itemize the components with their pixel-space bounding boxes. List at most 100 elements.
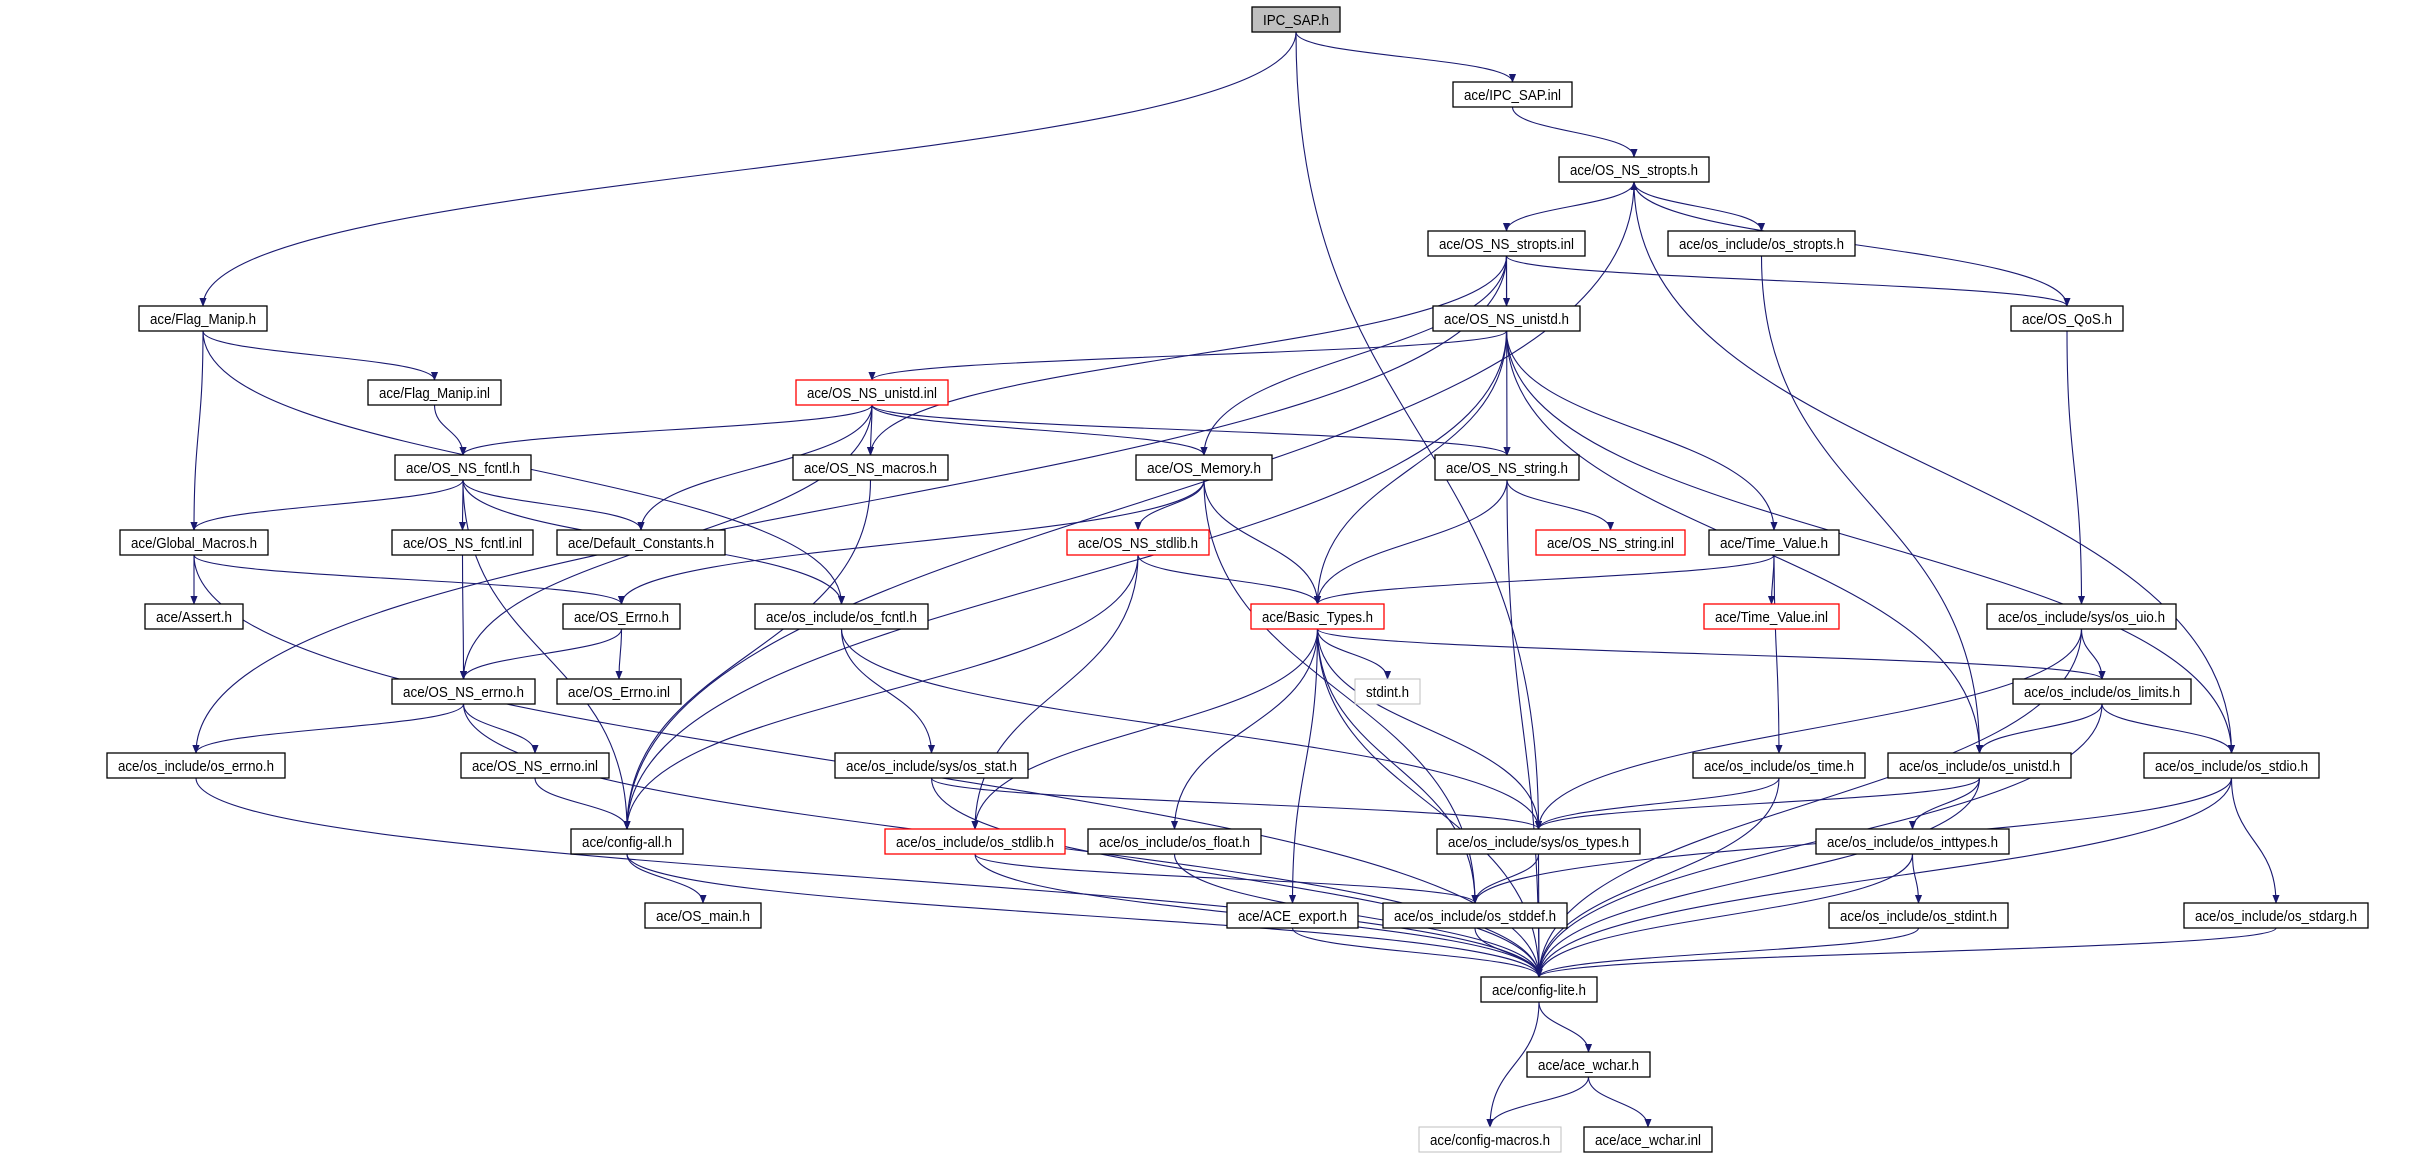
node-os-ns-string-h[interactable]: ace/OS_NS_string.h — [1434, 454, 1580, 481]
edge-os_memory_h-to-basic_types_h — [1203, 479, 1322, 605]
node-label: ace/os_include/sys/os_uio.h — [1998, 609, 2165, 626]
node-os-errno-inl[interactable]: ace/OS_Errno.inl — [556, 678, 682, 705]
node-box — [1135, 454, 1273, 481]
edge-os_memory_h-to-os_stddef_h — [1203, 479, 1479, 904]
edge-basic_types_h-to-os_float_h — [1170, 628, 1319, 830]
edge-os_ns_stropts_h-to-config_all_h — [623, 181, 1635, 830]
node-os-stddef-h[interactable]: ace/os_include/os_stddef.h — [1382, 902, 1568, 929]
node-label: ace/OS_NS_errno.h — [403, 684, 524, 701]
node-os-float-h[interactable]: ace/os_include/os_float.h — [1087, 828, 1262, 855]
node-os-main-h[interactable]: ace/OS_main.h — [644, 902, 762, 929]
edge-config_all_h-to-config_lite_h — [626, 853, 1543, 978]
node-os-ns-errno-inl[interactable]: ace/OS_NS_errno.inl — [460, 752, 610, 779]
edge-os_ns_stropts_inl-to-os_ns_string_h — [1503, 255, 1511, 456]
node-ace-wchar-h[interactable]: ace/ace_wchar.h — [1526, 1051, 1651, 1078]
edge-os_ns_unistd_h-to-os_ns_unistd_inl — [868, 330, 1508, 381]
node-os-ns-stropts-h[interactable]: ace/OS_NS_stropts.h — [1558, 156, 1710, 183]
node-time-value-h[interactable]: ace/Time_Value.h — [1708, 529, 1840, 556]
edge-os_ns_stropts_inl-to-os_qos_h — [1505, 255, 2071, 307]
edge-os_ns_stropts_h-to-os_stropts_h — [1633, 181, 1766, 232]
node-os-limits-h[interactable]: ace/os_include/os_limits.h — [2012, 678, 2192, 705]
edge-global_macros_h-to-os_errno_h — [193, 554, 625, 605]
node-os-stropts-h[interactable]: ace/os_include/os_stropts.h — [1667, 230, 1856, 257]
node-os-ns-stropts-inl[interactable]: ace/OS_NS_stropts.inl — [1427, 230, 1586, 257]
node-box — [1887, 752, 2072, 779]
node-label: stdint.h — [1366, 684, 1409, 701]
edge-os_fcntl_h-to-os_types_h — [840, 628, 1543, 830]
node-os-ns-macros-h[interactable]: ace/OS_NS_macros.h — [792, 454, 949, 481]
node-box — [1066, 529, 1210, 556]
node-os-ns-unistd-h[interactable]: ace/OS_NS_unistd.h — [1432, 305, 1581, 332]
node-config-all-h[interactable]: ace/config-all.h — [570, 828, 684, 855]
node-ace-wchar-inl[interactable]: ace/ace_wchar.inl — [1583, 1126, 1713, 1153]
node-os-ns-fcntl-h[interactable]: ace/OS_NS_fcntl.h — [394, 454, 532, 481]
node-label: ace/os_include/sys/os_types.h — [1448, 834, 1629, 851]
node-label: ace/os_include/os_inttypes.h — [1827, 834, 1998, 851]
node-box — [367, 379, 502, 406]
node-label: ace/OS_NS_fcntl.inl — [403, 535, 522, 552]
node-os-errno-inc-h[interactable]: ace/os_include/os_errno.h — [106, 752, 286, 779]
node-os-types-h[interactable]: ace/os_include/sys/os_types.h — [1436, 828, 1641, 855]
node-label: ace/os_include/sys/os_stat.h — [846, 758, 1017, 775]
edge-os_memory_h-to-os_errno_h — [617, 479, 1205, 605]
nodes-layer: IPC_SAP.h ace/IPC_SAP.inl ace/OS_NS_stropt… — [106, 6, 2369, 1153]
node-label: ace/Global_Macros.h — [131, 535, 257, 552]
node-os-ns-string-inl[interactable]: ace/OS_NS_string.inl — [1535, 529, 1686, 556]
node-assert-h[interactable]: ace/Assert.h — [144, 603, 244, 630]
node-os-fcntl-h[interactable]: ace/os_include/os_fcntl.h — [754, 603, 929, 630]
node-box — [394, 454, 532, 481]
node-flag-manip-h[interactable]: ace/Flag_Manip.h — [138, 305, 268, 332]
node-label: ace/ace_wchar.inl — [1595, 1132, 1701, 1149]
node-os-ns-stdlib-h[interactable]: ace/OS_NS_stdlib.h — [1066, 529, 1210, 556]
node-os-ns-errno-h[interactable]: ace/OS_NS_errno.h — [391, 678, 536, 705]
node-label: ace/OS_NS_stropts.inl — [1439, 236, 1574, 253]
edge-os_fcntl_h-to-os_stat_h — [840, 628, 936, 754]
node-os-uio-h[interactable]: ace/os_include/sys/os_uio.h — [1986, 603, 2177, 630]
edge-os_ns_unistd_h-to-os_stdio_h — [1505, 330, 2236, 754]
node-os-unistd-inc-h[interactable]: ace/os_include/os_unistd.h — [1887, 752, 2072, 779]
node-basic-types-h[interactable]: ace/Basic_Types.h — [1250, 603, 1385, 630]
node-time-value-inl[interactable]: ace/Time_Value.inl — [1703, 603, 1840, 630]
edge-os_stdio_h-to-config_lite_h — [1535, 777, 2233, 978]
node-os-stat-h[interactable]: ace/os_include/sys/os_stat.h — [834, 752, 1029, 779]
node-os-inttypes-h[interactable]: ace/os_include/os_inttypes.h — [1815, 828, 2010, 855]
edge-os_ns_string_h-to-basic_types_h — [1313, 479, 1508, 605]
node-os-stdarg-h[interactable]: ace/os_include/os_stdarg.h — [2183, 902, 2369, 929]
node-os-ns-unistd-inl[interactable]: ace/OS_NS_unistd.inl — [795, 379, 949, 406]
edge-os_unistd_inc_h-to-os_types_h — [1535, 777, 1981, 830]
node-os-qos-h[interactable]: ace/OS_QoS.h — [2010, 305, 2124, 332]
node-os-stdlib-h[interactable]: ace/os_include/os_stdlib.h — [884, 828, 1066, 855]
edge-os_ns_stropts_h-to-os_stdio_h — [1633, 181, 2236, 754]
node-os-time-h[interactable]: ace/os_include/os_time.h — [1692, 752, 1866, 779]
node-global-macros-h[interactable]: ace/Global_Macros.h — [119, 529, 269, 556]
node-config-macros-h[interactable]: ace/config-macros.h — [1418, 1126, 1562, 1153]
node-config-lite-h[interactable]: ace/config-lite.h — [1480, 976, 1598, 1003]
edge-flag_manip_inl-to-os_ns_fcntl_h — [433, 404, 467, 456]
node-label: ace/IPC_SAP.inl — [1464, 87, 1561, 104]
node-os-memory-h[interactable]: ace/OS_Memory.h — [1135, 454, 1273, 481]
node-box — [1251, 6, 1341, 33]
node-ipc-sap-inl[interactable]: ace/IPC_SAP.inl — [1452, 81, 1573, 108]
edge-os_uio_h-to-os_types_h — [1534, 628, 2083, 830]
node-os-ns-fcntl-inl[interactable]: ace/OS_NS_fcntl.inl — [391, 529, 534, 556]
node-label: ace/config-all.h — [582, 834, 672, 851]
edge-os_memory_h-to-os_ns_stdlib_h — [1134, 479, 1205, 531]
node-ipc-sap-h[interactable]: IPC_SAP.h — [1251, 6, 1341, 33]
node-label: ace/OS_NS_string.h — [1446, 460, 1568, 477]
edges-layer — [190, 31, 2280, 1128]
node-os-errno-h[interactable]: ace/OS_Errno.h — [562, 603, 681, 630]
node-flag-manip-inl[interactable]: ace/Flag_Manip.inl — [367, 379, 502, 406]
edge-basic_types_h-to-os_stddef_h — [1316, 628, 1479, 904]
node-box — [1434, 454, 1580, 481]
node-label: ace/os_include/os_errno.h — [118, 758, 274, 775]
node-os-stdint-h[interactable]: ace/os_include/os_stdint.h — [1828, 902, 2009, 929]
node-box — [1526, 1051, 1651, 1078]
node-default-constants-h[interactable]: ace/Default_Constants.h — [556, 529, 726, 556]
node-label: ace/OS_QoS.h — [2022, 311, 2112, 328]
node-os-stdio-h[interactable]: ace/os_include/os_stdio.h — [2143, 752, 2320, 779]
node-ace-export-h[interactable]: ace/ACE_export.h — [1226, 902, 1359, 929]
edge-os_ns_stropts_inl-to-os_memory_h — [1200, 255, 1508, 456]
node-stdint-h[interactable]: stdint.h — [1354, 678, 1421, 705]
edge-os_ns_stdlib_h-to-basic_types_h — [1137, 554, 1322, 605]
edge-os_ns_macros_h-to-config_all_h — [623, 479, 872, 830]
